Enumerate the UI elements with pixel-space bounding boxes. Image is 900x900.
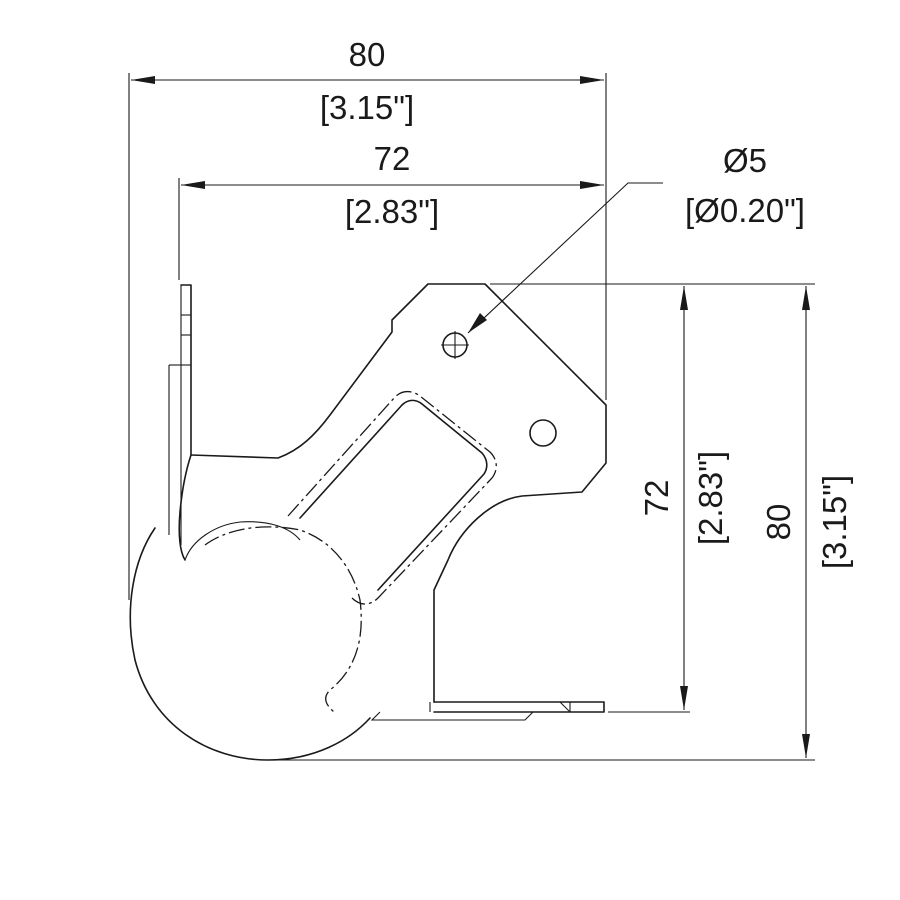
dimension-overall-width: 80 [3.15"] <box>131 36 604 126</box>
form-line <box>204 526 362 713</box>
inner-height-value: 72 <box>638 480 675 517</box>
extension-lines <box>128 73 815 761</box>
left-flange <box>180 284 192 456</box>
recess-inner <box>299 399 488 591</box>
inner-width-imperial: [2.83"] <box>345 193 439 230</box>
mounting-hole <box>441 331 469 359</box>
bracket-part <box>129 283 607 761</box>
recess-outer <box>287 390 497 605</box>
hole-diameter-imperial: [Ø0.20"] <box>685 192 805 229</box>
overall-width-value: 80 <box>349 36 386 73</box>
dimension-hole-callout: Ø5 [Ø0.20"] <box>467 142 805 334</box>
bottom-flange <box>433 701 605 713</box>
overall-height-value: 80 <box>760 504 797 541</box>
dimension-inner-width: 72 [2.83"] <box>181 140 604 230</box>
inner-width-value: 72 <box>374 140 411 177</box>
dimension-overall-height: 80 [3.15"] <box>760 286 853 758</box>
overall-width-imperial: [3.15"] <box>320 89 414 126</box>
ball-corner <box>129 527 371 761</box>
hole-diameter-value: Ø5 <box>723 142 767 179</box>
inner-height-imperial: [2.83"] <box>692 451 729 545</box>
overall-height-imperial: [3.15"] <box>816 475 853 569</box>
dimension-inner-height: 72 [2.83"] <box>638 286 729 710</box>
plate-body <box>190 283 607 703</box>
hole-2 <box>529 419 557 447</box>
